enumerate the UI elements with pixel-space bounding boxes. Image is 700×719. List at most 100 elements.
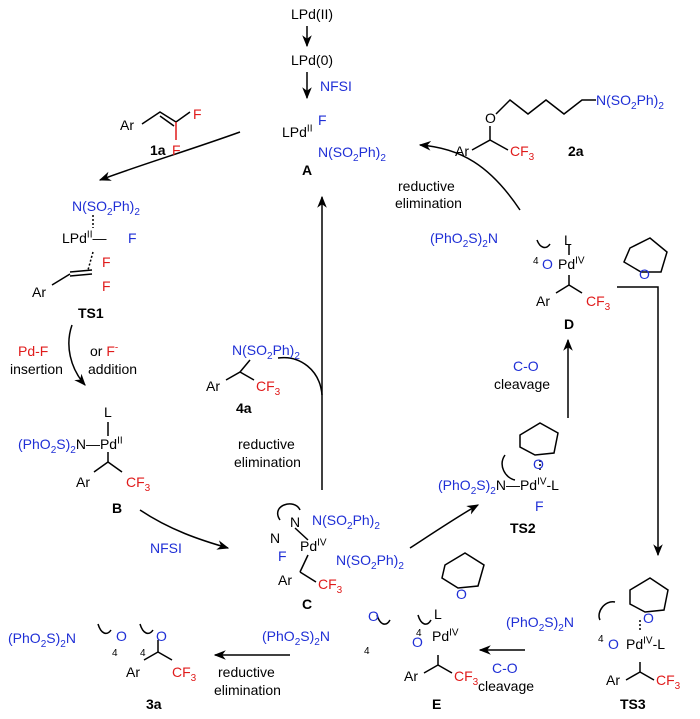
pdf-label: Pd-F: [18, 343, 49, 359]
TS1-label: TS1: [78, 305, 104, 321]
co1-l1: C-O: [513, 358, 539, 374]
E-o2: O: [412, 634, 423, 650]
E-l: L: [434, 606, 442, 622]
3a-label: 3a: [146, 696, 162, 712]
E-ar: Ar: [404, 668, 418, 684]
re-center-2: elimination: [234, 454, 301, 470]
pd0-label: LPd(0): [291, 52, 334, 68]
3a-ar: Ar: [126, 664, 140, 680]
C-f: F: [278, 548, 287, 564]
co2-l1: C-O: [492, 660, 518, 676]
TS2-f: F: [535, 498, 544, 514]
D-four: 4: [533, 256, 539, 267]
3a-o2: O: [156, 628, 167, 644]
B-label: B: [112, 500, 123, 516]
2a-ar: Ar: [455, 143, 469, 159]
arrow-TS1-B: [68, 324, 86, 386]
D-ligand: (PhO2S)2N: [430, 230, 498, 250]
D-l: L: [564, 232, 572, 248]
C-na2: N(SO2Ph)2: [336, 552, 404, 572]
3a-ligand: (PhO2S)2N: [8, 630, 76, 650]
C-label: C: [302, 596, 313, 612]
addition-label: addition: [88, 361, 138, 377]
arrow-A-TS1: [98, 131, 241, 181]
2a-n: N(SO2Ph)2: [596, 92, 664, 112]
3a-cf3: CF3: [172, 664, 197, 684]
E-o: O: [368, 608, 379, 624]
C-n2: N: [270, 530, 281, 546]
1a-ar: Ar: [120, 117, 134, 133]
E-label: E: [432, 696, 442, 712]
insertion-label: insertion: [10, 361, 63, 377]
TS1-lpd: LPdII—: [62, 229, 107, 246]
1a-f1: F: [193, 106, 202, 122]
2a-label: 2a: [568, 143, 584, 159]
TS3-cf3: CF3: [656, 672, 681, 692]
TS1-ar: Ar: [32, 284, 46, 300]
bond-1a: [141, 111, 191, 125]
TS2-o: O: [533, 456, 544, 472]
co2-l2: cleavage: [478, 678, 535, 694]
C-pd: PdIV: [300, 537, 327, 554]
pd2-label: LPd(II): [291, 6, 334, 22]
TS3-o: O: [608, 636, 619, 652]
TS3-ligand: (PhO2S)2N: [506, 614, 574, 634]
thf-ring-top: [623, 237, 668, 273]
B-ligand: (PhO2S)2N—PdII: [18, 435, 123, 456]
D-cf3: CF3: [586, 293, 611, 313]
B-l: L: [104, 404, 112, 420]
D-label: D: [564, 316, 575, 332]
re-top-2: elimination: [395, 195, 462, 211]
E-ligand: (PhO2S)2N: [262, 628, 330, 648]
C-ar: Ar: [278, 572, 292, 588]
re-top-1: reductive: [398, 178, 455, 194]
E-four: 4: [364, 646, 370, 657]
4a-n: N(SO2Ph)2: [232, 342, 300, 362]
E-pd: PdIV: [432, 627, 459, 644]
4a-ar: Ar: [206, 378, 220, 394]
bond-2a-chain: [495, 99, 596, 115]
D-pd: PdIV: [558, 255, 585, 272]
re-center-1: reductive: [238, 436, 295, 452]
arrow-D-TS3: [617, 286, 663, 557]
C-n1: N: [290, 514, 301, 530]
2a-o: O: [485, 110, 496, 126]
thf-mid-o: O: [456, 586, 467, 602]
TS3-label: TS3: [620, 696, 646, 712]
3a-four2: 4: [140, 648, 146, 659]
TS3-pd: PdIV-L: [626, 635, 666, 652]
C-cf3: CF3: [318, 576, 343, 596]
arrow-C-TS2: [409, 504, 480, 549]
TS1-f1: F: [128, 230, 137, 246]
1a-f2: F: [172, 142, 181, 158]
TS1-f2: F: [102, 254, 111, 270]
3a-four: 4: [112, 648, 118, 659]
1a-label: 1a: [150, 142, 166, 158]
TS2-ligand: (PhO2S)2N—PdIV-L: [438, 476, 559, 497]
thf-top-o: O: [639, 266, 650, 282]
nfsi-top-label: NFSI: [320, 78, 352, 94]
A-lpd: LPdII: [282, 123, 313, 140]
TS1-f3: F: [102, 278, 111, 294]
4a-label: 4a: [236, 400, 252, 416]
nfsi-mid-label: NFSI: [150, 540, 182, 556]
TS1-n: N(SO2Ph)2: [72, 198, 140, 218]
E-cf3: CF3: [454, 668, 479, 688]
TS3-ar: Ar: [606, 672, 620, 688]
re-bottom-2: elimination: [214, 682, 281, 698]
3a-o: O: [116, 628, 127, 644]
TS3-o2: O: [643, 610, 654, 626]
C-na1: N(SO2Ph)2: [312, 512, 380, 532]
D-o: O: [542, 256, 553, 272]
B-ar: Ar: [76, 474, 90, 490]
A-n: N(SO2Ph)2: [318, 144, 386, 164]
TS3-four: 4: [598, 634, 604, 645]
B-cf3: CF3: [126, 474, 151, 494]
re-bottom-1: reductive: [218, 664, 275, 680]
E-four2: 4: [416, 628, 422, 639]
curve-4a-release: [277, 356, 323, 396]
TS2-label: TS2: [510, 520, 536, 536]
D-ar: Ar: [536, 293, 550, 309]
arrow-D-A: [418, 141, 521, 211]
